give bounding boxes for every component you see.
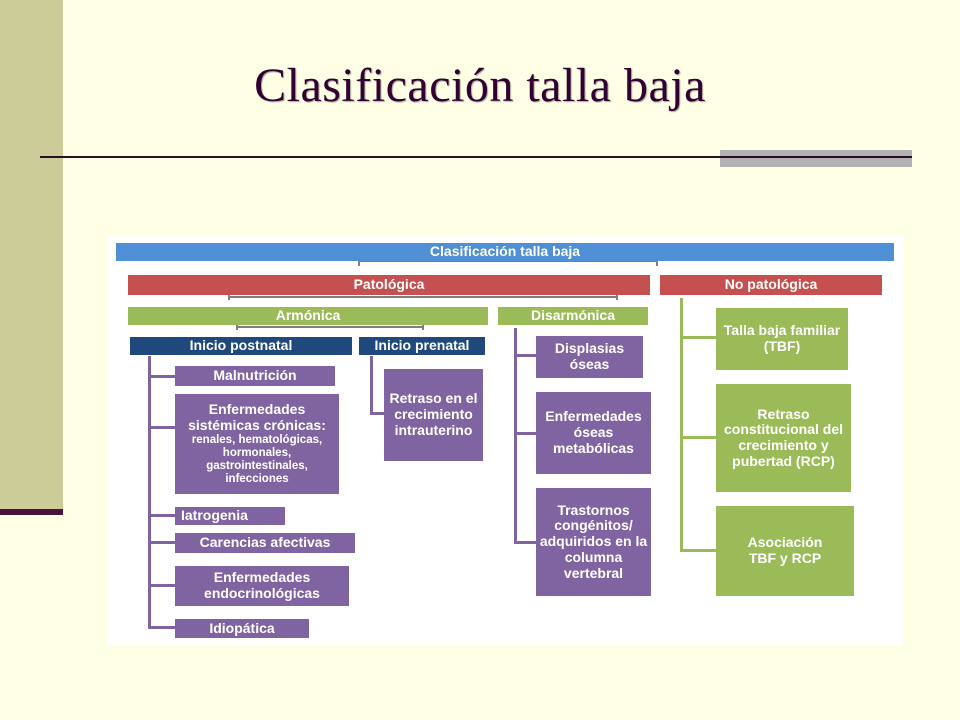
- classification-diagram: Clasificación talla baja Patológica No p…: [108, 236, 903, 646]
- connector-patologica-right: [616, 294, 618, 300]
- sidebar-strip: [0, 0, 63, 512]
- connector-postnatal-1: [148, 375, 176, 378]
- node-trastornos: Trastornos congénitos/ adquiridos en la …: [536, 488, 651, 596]
- node-idiopatica: Idiopática: [175, 619, 309, 638]
- node-disarmonica: Disarmónica: [498, 307, 648, 325]
- connector-patologica: [228, 296, 618, 298]
- connector-postnatal-4: [148, 541, 176, 544]
- node-no-patologica: No patológica: [660, 275, 882, 295]
- connector-armonica: [236, 326, 424, 328]
- connector-root-left: [358, 260, 360, 266]
- node-malnutricion: Malnutrición: [175, 366, 335, 386]
- connector-disarmonica-2: [514, 432, 536, 435]
- node-displasias: Displasias óseas: [536, 336, 643, 378]
- connector-nopat-1: [680, 336, 716, 339]
- connector-disarmonica-3: [514, 541, 536, 544]
- connector-armonica-left: [236, 324, 238, 330]
- node-carencias: Carencias afectivas: [175, 533, 355, 553]
- connector-prenatal-spine: [370, 356, 373, 414]
- slide-title: Clasificación talla baja: [254, 59, 706, 112]
- connector-nopat-2: [680, 436, 716, 439]
- connector-armonica-right: [422, 324, 424, 330]
- node-asociacion: Asociación TBF y RCP: [716, 506, 854, 596]
- node-enf-sistemicas: Enfermedades sistémicas crónicas: renale…: [175, 394, 339, 494]
- node-iatrogenia: Iatrogenia: [175, 507, 285, 525]
- enf-sistemicas-title: Enfermedades sistémicas crónicas:: [188, 401, 326, 433]
- title-divider: [40, 156, 912, 158]
- connector-prenatal-1: [370, 412, 384, 415]
- node-endocrinologicas: Enfermedades endocrinológicas: [175, 566, 349, 606]
- node-retraso-intrauterino: Retraso en el crecimiento intrauterino: [384, 369, 483, 461]
- connector-nopat-spine: [680, 298, 683, 552]
- connector-root-right: [656, 260, 658, 266]
- title-accent-bar: [720, 150, 912, 167]
- node-inicio-prenatal: Inicio prenatal: [359, 337, 485, 355]
- connector-postnatal-2: [148, 426, 176, 429]
- enf-sistemicas-detail: renales, hematológicas, hormonales, gast…: [191, 434, 323, 486]
- connector-postnatal-5: [148, 584, 176, 587]
- sidebar-bar: [0, 509, 63, 515]
- connector-disarmonica-spine: [514, 328, 517, 544]
- connector-postnatal-spine: [148, 356, 151, 629]
- connector-nopat-3: [680, 549, 716, 552]
- node-root: Clasificación talla baja: [116, 243, 894, 261]
- node-oseas-metabolicas: Enfermedades óseas metabólicas: [536, 392, 651, 474]
- node-armonica: Armónica: [128, 307, 488, 325]
- connector-postnatal-6: [148, 626, 176, 629]
- node-tbf: Talla baja familiar (TBF): [716, 308, 848, 370]
- node-inicio-postnatal: Inicio postnatal: [130, 337, 352, 355]
- node-rcp: Retraso constitucional del crecimiento y…: [716, 384, 851, 492]
- connector-postnatal-3: [148, 514, 176, 517]
- connector-root: [358, 260, 658, 262]
- connector-patologica-left: [228, 294, 230, 300]
- connector-disarmonica-1: [514, 354, 536, 357]
- node-patologica: Patológica: [128, 275, 650, 295]
